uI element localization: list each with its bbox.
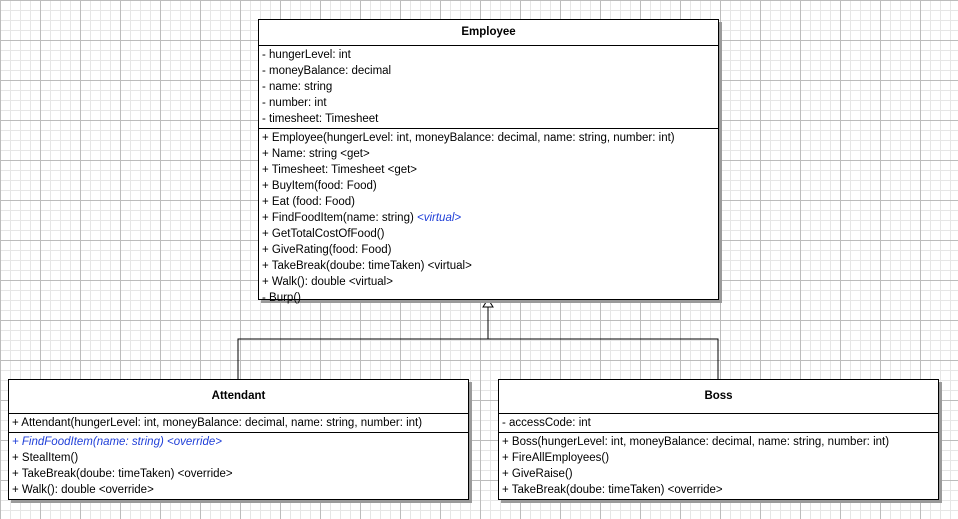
method-row-findfooditem: + FindFoodItem(name: string) <virtual> bbox=[262, 210, 718, 226]
method-row: + Employee(hungerLevel: int, moneyBalanc… bbox=[262, 132, 675, 144]
attendant-inheritance-line bbox=[237, 307, 489, 379]
method-row: + TakeBreak(doube: timeTaken) <virtual> bbox=[262, 260, 472, 272]
method-row: + TakeBreak(doube: timeTaken) <override> bbox=[12, 468, 233, 480]
method-row: + FireAllEmployees() bbox=[502, 452, 610, 464]
method-row: + TakeBreak(doube: timeTaken) <override> bbox=[502, 484, 723, 496]
field-row: - name: string bbox=[262, 81, 333, 93]
method-row: + StealItem() bbox=[12, 452, 79, 464]
method-row: + Timesheet: Timesheet <get> bbox=[262, 164, 418, 176]
method-row: + Walk(): double <override> bbox=[12, 484, 154, 496]
method-row: + Name: string <get> bbox=[262, 148, 370, 160]
method-row: - Burp() bbox=[262, 292, 301, 304]
boss-methods: + Boss(hungerLevel: int, moneyBalance: d… bbox=[499, 433, 938, 499]
virtual-modifier: <virtual> bbox=[417, 212, 462, 224]
method-row: + Walk(): double <virtual> bbox=[262, 276, 393, 288]
attendant-methods: + FindFoodItem(name: string) <override> … bbox=[9, 433, 468, 499]
boss-class[interactable]: Boss - accessCode: int + Boss(hungerLeve… bbox=[498, 379, 939, 500]
method-row: + GiveRating(food: Food) bbox=[262, 244, 392, 256]
method-row: + Attendant(hungerLevel: int, moneyBalan… bbox=[12, 417, 423, 429]
field-row: - hungerLevel: int bbox=[262, 49, 351, 61]
field-row: - moneyBalance: decimal bbox=[262, 65, 392, 77]
employee-class[interactable]: Employee - hungerLevel: int - moneyBalan… bbox=[258, 19, 719, 304]
method-row-override: + FindFoodItem(name: string) <override> bbox=[12, 436, 222, 448]
field-row: - number: int bbox=[262, 97, 327, 109]
attendant-constructor-section: + Attendant(hungerLevel: int, moneyBalan… bbox=[9, 414, 468, 433]
attendant-class-title: Attendant bbox=[9, 380, 468, 414]
field-row: - timesheet: Timesheet bbox=[262, 113, 379, 125]
generalization-arrowhead bbox=[482, 298, 494, 308]
boss-class-title: Boss bbox=[499, 380, 938, 414]
boss-inheritance-line bbox=[488, 338, 719, 379]
field-row: - accessCode: int bbox=[502, 417, 591, 429]
attendant-class[interactable]: Attendant + Attendant(hungerLevel: int, … bbox=[8, 379, 469, 500]
employee-class-title: Employee bbox=[259, 20, 718, 46]
method-row: + Eat (food: Food) bbox=[262, 196, 356, 208]
boss-fields: - accessCode: int bbox=[499, 414, 938, 433]
method-text: + FindFoodItem(name: string) bbox=[262, 212, 417, 224]
method-row: + GiveRaise() bbox=[502, 468, 573, 480]
method-row: + GetTotalCostOfFood() bbox=[262, 228, 385, 240]
employee-fields: - hungerLevel: int - moneyBalance: decim… bbox=[259, 46, 718, 129]
employee-methods: + Employee(hungerLevel: int, moneyBalanc… bbox=[259, 129, 718, 307]
method-row: + BuyItem(food: Food) bbox=[262, 180, 377, 192]
method-row: + Boss(hungerLevel: int, moneyBalance: d… bbox=[502, 436, 890, 448]
